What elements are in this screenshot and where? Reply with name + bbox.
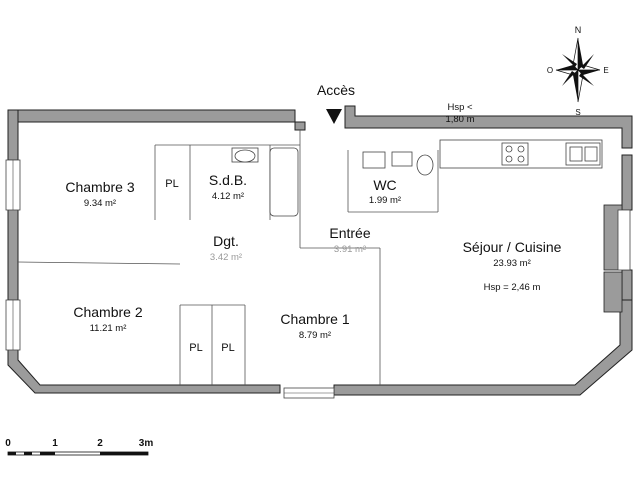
room-area-sejour: 23.93 m² bbox=[493, 258, 531, 269]
room-name-chambre2: Chambre 2 bbox=[73, 304, 142, 320]
scale-label: 0 bbox=[5, 438, 11, 449]
ceiling-note-line2: 1,80 m bbox=[445, 114, 474, 125]
access-arrow-icon bbox=[326, 109, 342, 124]
compass-south-label: S bbox=[575, 108, 580, 117]
scale-label: 1 bbox=[52, 438, 58, 449]
scale-label: 3m bbox=[139, 438, 154, 449]
compass-east-label: E bbox=[603, 66, 608, 75]
room-area-dgt: 3.42 m² bbox=[210, 252, 242, 263]
ceiling-note-line1: Hsp < bbox=[447, 102, 473, 113]
closet-label: PL bbox=[221, 342, 234, 354]
room-height-sejour: Hsp = 2,46 m bbox=[484, 282, 541, 293]
closet-label: PL bbox=[165, 178, 178, 190]
compass-north-label: N bbox=[575, 25, 582, 35]
exterior-walls bbox=[7, 105, 633, 396]
scale-label: 2 bbox=[97, 438, 103, 449]
compass-rose-icon: N S E O bbox=[547, 25, 609, 117]
room-name-wc: WC bbox=[373, 177, 396, 193]
fixtures bbox=[231, 139, 603, 217]
room-area-wc: 1.99 m² bbox=[369, 195, 401, 206]
room-area-sdb: 4.12 m² bbox=[212, 191, 244, 202]
room-name-sejour: Séjour / Cuisine bbox=[463, 239, 562, 255]
room-name-chambre1: Chambre 1 bbox=[280, 311, 349, 327]
access-label: Accès bbox=[317, 82, 355, 98]
room-name-chambre3: Chambre 3 bbox=[65, 179, 134, 195]
compass-west-label: O bbox=[547, 66, 553, 75]
room-name-sdb: S.d.B. bbox=[209, 172, 247, 188]
room-area-chambre3: 9.34 m² bbox=[84, 198, 116, 209]
room-area-entree: 3.91 m² bbox=[334, 244, 366, 255]
closet-label: PL bbox=[189, 342, 202, 354]
room-name-dgt: Dgt. bbox=[213, 233, 239, 249]
windows bbox=[5, 159, 631, 399]
scale-bar: 0 1 2 3m bbox=[5, 438, 154, 456]
room-name-entree: Entrée bbox=[329, 225, 370, 241]
room-area-chambre1: 8.79 m² bbox=[299, 330, 331, 341]
room-area-chambre2: 11.21 m² bbox=[90, 323, 127, 334]
